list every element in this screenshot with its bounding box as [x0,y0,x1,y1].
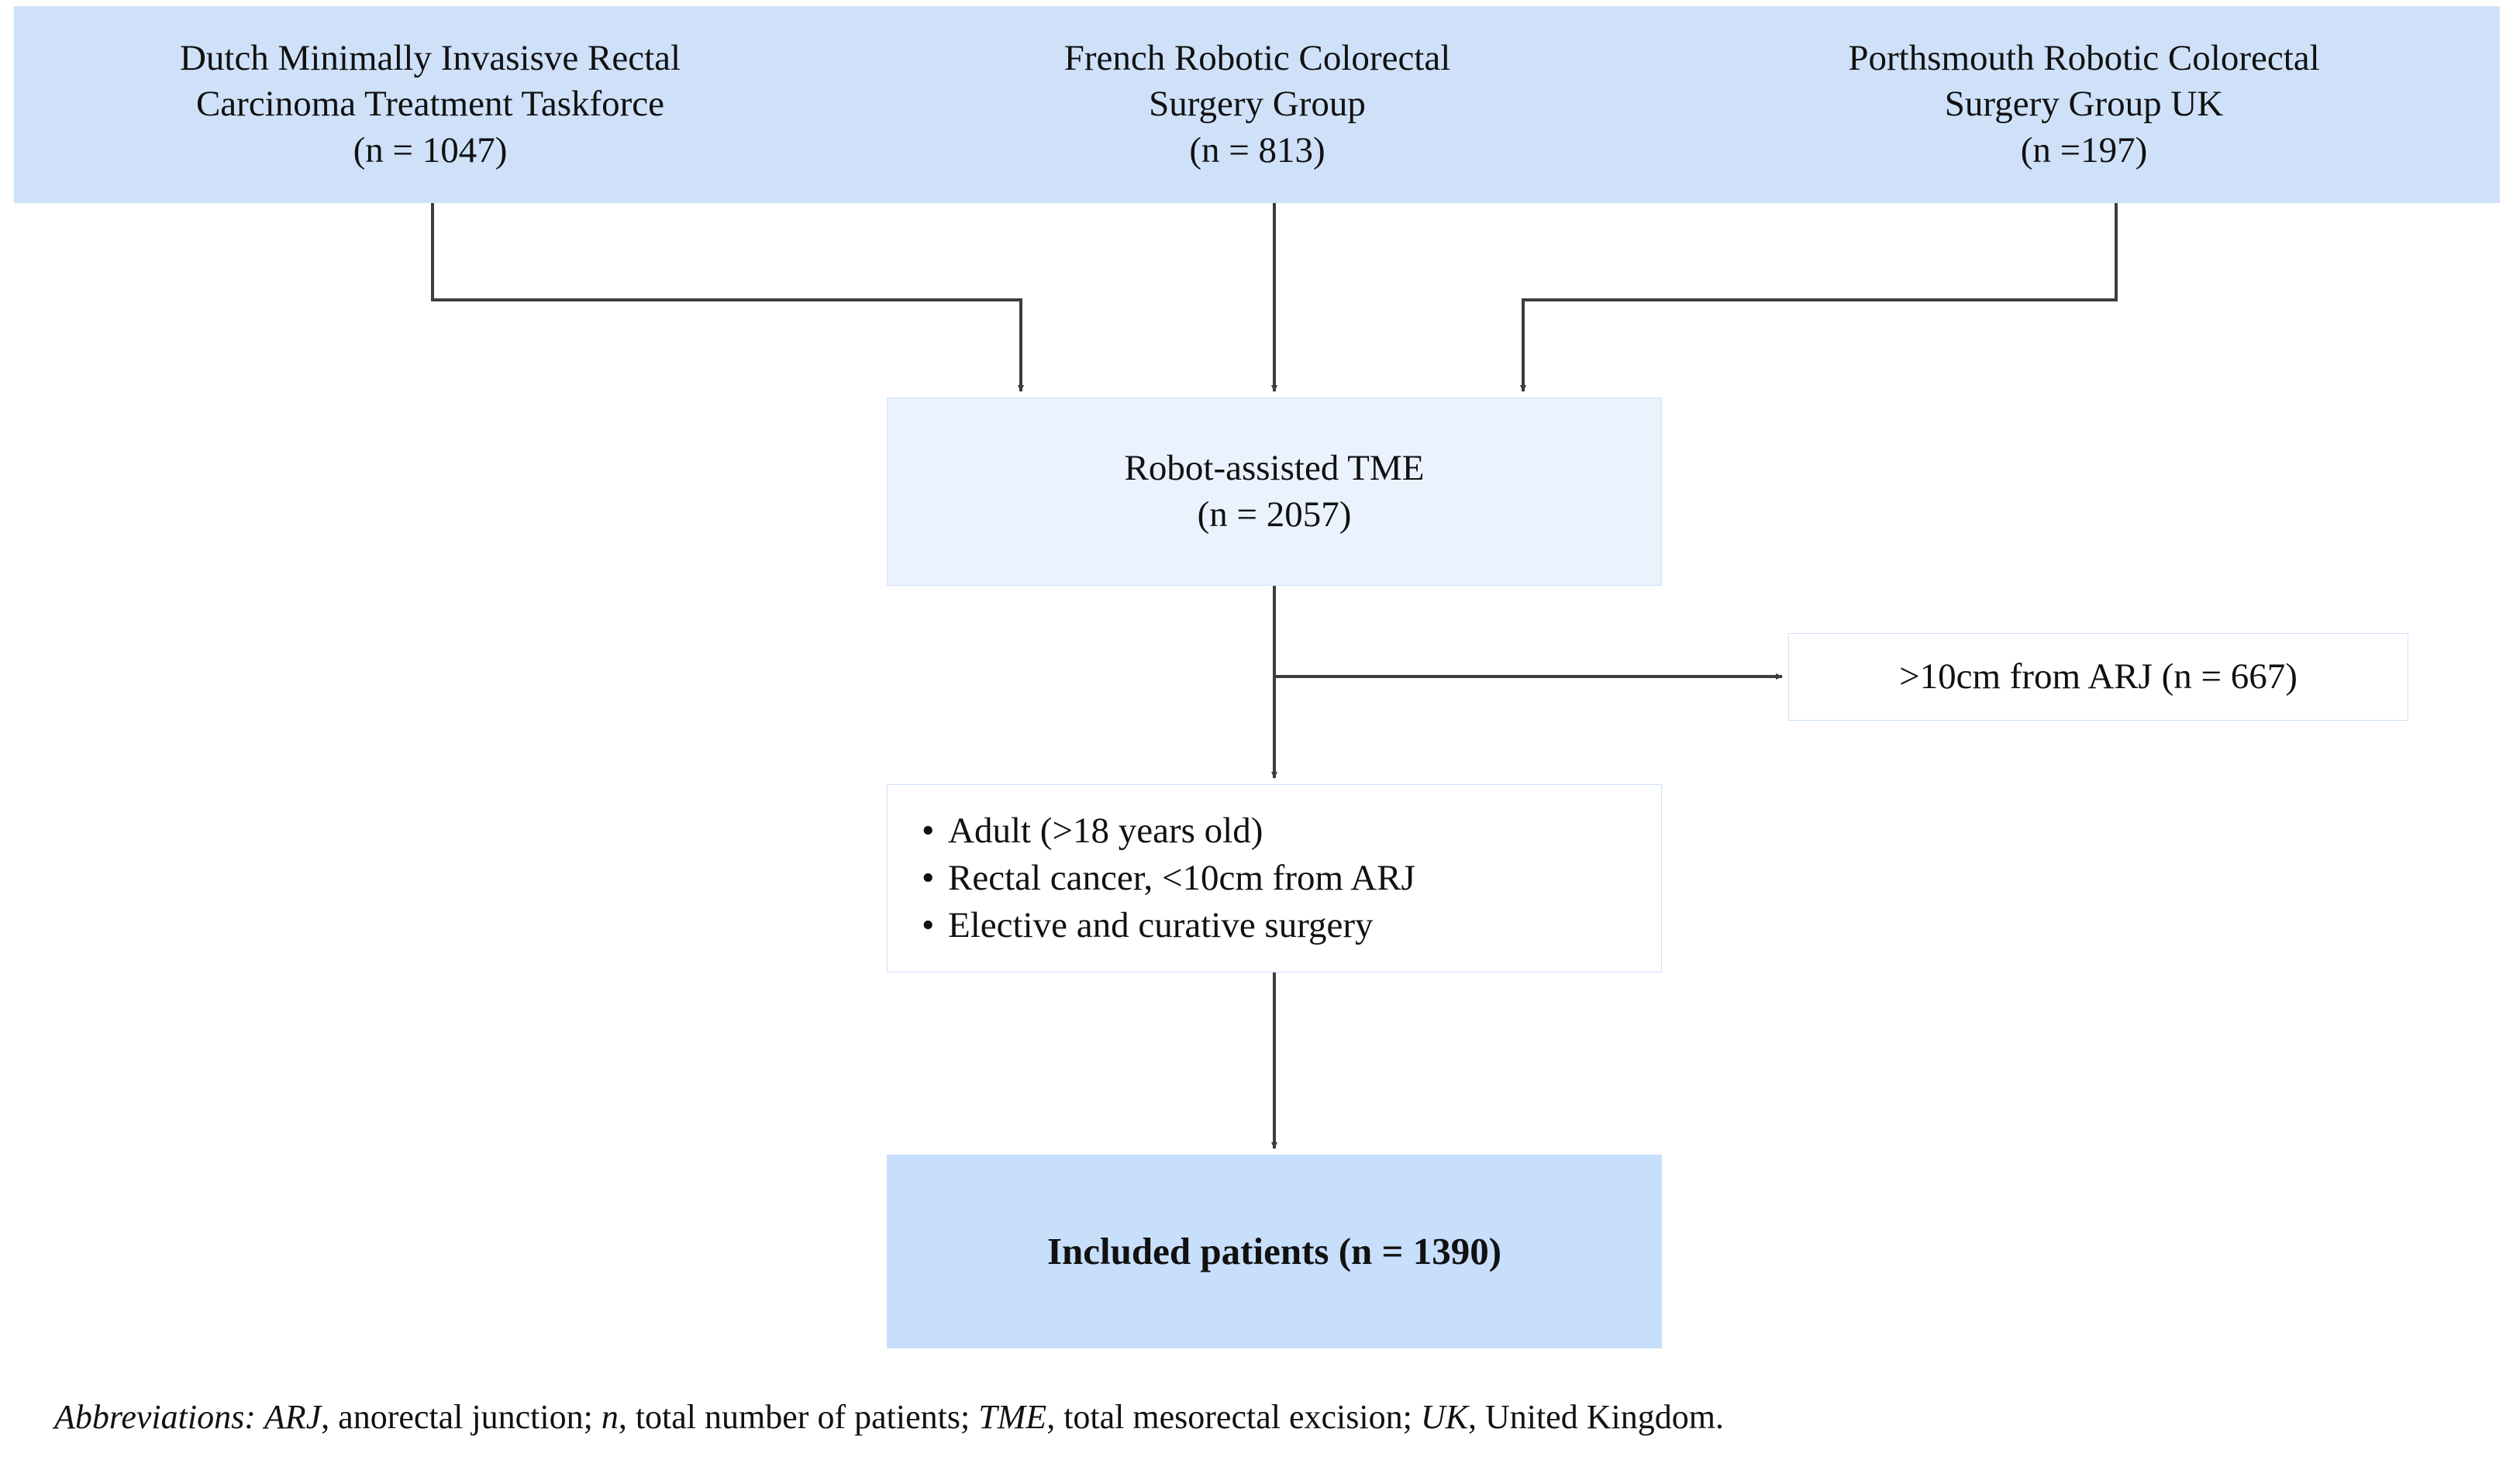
criteria-item: Elective and curative surgery [922,902,1415,949]
node-included-patients: Included patients (n = 1390) [887,1155,1662,1348]
source-node-uk: Porthsmouth Robotic Colorectal Surgery G… [1668,6,2500,203]
footnote-definition: anorectal junction [338,1398,584,1436]
exclusion-label: >10cm from ARJ (n = 667) [1899,656,2298,697]
source-french-line1: French Robotic Colorectal [1063,38,1451,79]
source-uk-line2: Surgery Group UK [1944,84,2224,125]
criteria-list: Adult (>18 years old) Rectal cancer, <10… [922,807,1415,949]
criteria-item: Rectal cancer, <10cm from ARJ [922,855,1415,902]
included-label: Included patients (n = 1390) [1046,1230,1502,1273]
connector-dutch-to-tme [431,203,1024,392]
node-robot-assisted-tme: Robot-assisted TME (n = 2057) [887,398,1662,586]
source-french-count: (n = 813) [1189,129,1325,170]
source-node-french: French Robotic Colorectal Surgery Group … [846,6,1668,203]
connector-uk-to-tme [1520,203,2118,392]
source-french-line2: Surgery Group [1149,84,1366,125]
criteria-item: Adult (>18 years old) [922,807,1415,855]
source-uk-count: (n =197) [2020,129,2148,170]
footnote-definition: total mesorectal excision [1063,1398,1403,1436]
abbreviations-footnote: Abbreviations: ARJ, anorectal junction; … [54,1398,1724,1436]
source-node-dutch: Dutch Minimally Invasisve Rectal Carcino… [14,6,846,203]
footnote-term: TME [978,1398,1047,1436]
source-dutch-count: (n = 1047) [353,129,508,170]
node-inclusion-criteria: Adult (>18 years old) Rectal cancer, <10… [887,784,1662,973]
source-cohorts-band [14,6,2500,203]
footnote-term: ARJ [264,1398,322,1436]
footnote-definition: United Kingdom [1484,1398,1715,1436]
tme-label: Robot-assisted TME [1124,448,1425,489]
footnote-lead: Abbreviations: [54,1398,256,1436]
source-dutch-line1: Dutch Minimally Invasisve Rectal [179,38,681,79]
tme-count: (n = 2057) [1197,494,1352,535]
source-uk-line1: Porthsmouth Robotic Colorectal [1848,38,2320,79]
node-exclusion-distance: >10cm from ARJ (n = 667) [1788,633,2408,721]
footnote-definition: total number of patients [635,1398,960,1436]
source-dutch-line2: Carcinoma Treatment Taskforce [195,84,665,125]
footnote-term: n [601,1398,619,1436]
footnote-term: UK [1420,1398,1468,1436]
